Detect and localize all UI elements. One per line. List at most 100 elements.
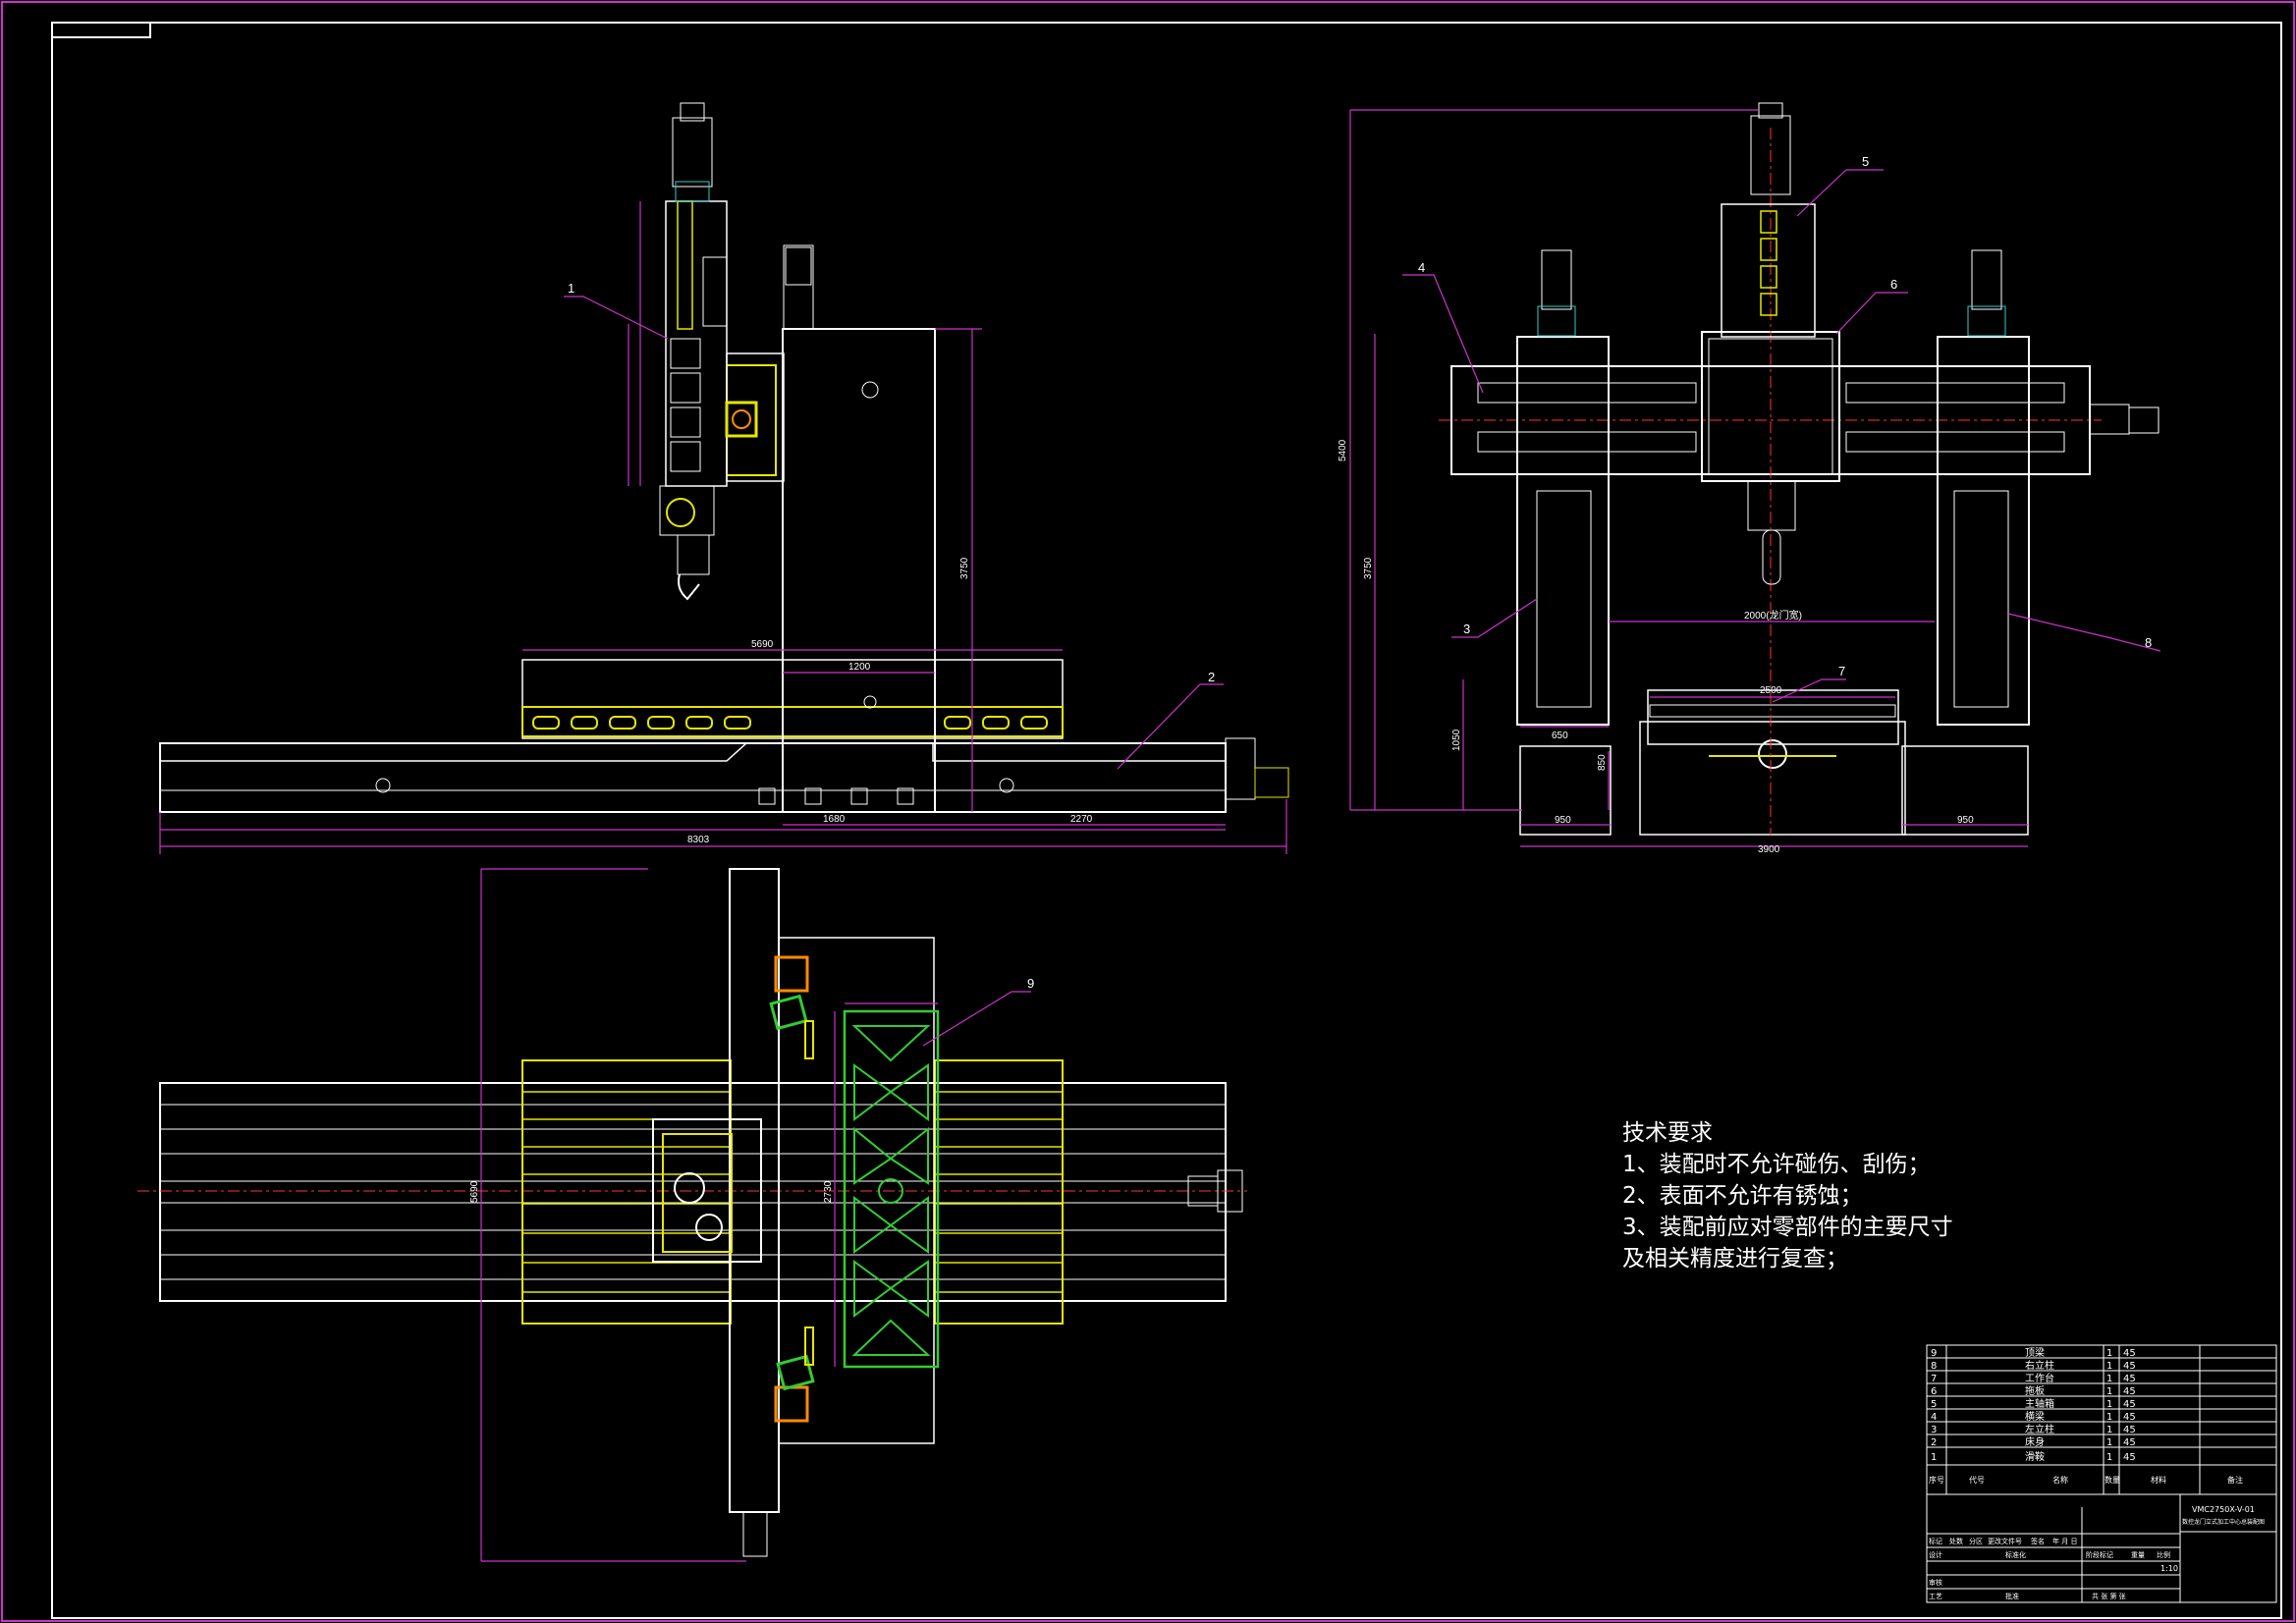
balloon-3: 3 [1463, 622, 1470, 636]
side-bed-motor-2 [1254, 767, 1289, 798]
front-view [1349, 102, 2161, 847]
side-bed-hole-2 [999, 778, 1014, 793]
side-motor-small [702, 256, 728, 327]
front-table-slots [1649, 704, 1896, 718]
side-z-motor-top [785, 246, 812, 286]
front-right-rail [1953, 490, 2009, 708]
side-column-hole-2 [863, 695, 877, 709]
top-yellow-tab-top [804, 1020, 814, 1059]
side-table-slots [521, 706, 1064, 737]
top-yellow-tab-bottom [804, 1326, 814, 1366]
tb-label-design: 设计 [1929, 1550, 1942, 1559]
front-table [1647, 689, 1899, 745]
tb-label-date: 年 月 日 [2052, 1537, 2077, 1545]
top-cover-left [521, 1059, 732, 1325]
title-line: 数控龙门立式加工中心总装配图 [2182, 1518, 2265, 1526]
side-spindle-housing [659, 485, 715, 536]
dim-side-total: 8303 [687, 835, 710, 845]
front-right-motor [1971, 249, 2002, 310]
front-ram-windows [1760, 210, 1777, 316]
technical-requirement-1: 1、装配时不允许碰伤、刮伤； [1622, 1152, 1931, 1177]
bom-row-6-name: 拖板 [2025, 1384, 2045, 1397]
tb-label-audit: 审核 [1929, 1578, 1942, 1587]
front-left-rail [1536, 490, 1592, 708]
dim-side-1200: 1200 [848, 662, 871, 673]
balloon-5: 5 [1862, 154, 1869, 169]
bom-row-7-no: 7 [1931, 1374, 1937, 1384]
front-spindle-tool [1762, 529, 1781, 585]
bom-row-6-no: 6 [1931, 1386, 1937, 1397]
bom-row-3-mat: 45 [2123, 1425, 2136, 1435]
top-cover-right [934, 1059, 1064, 1325]
balloon-7-leader [1772, 678, 1846, 703]
front-right-foot [1901, 745, 2029, 836]
bom-row-1-name: 滑鞍 [2025, 1450, 2045, 1463]
side-saddle-bracket [726, 364, 777, 476]
title-block [1926, 1344, 2277, 1603]
bom-row-6-mat: 45 [2123, 1386, 2136, 1397]
side-ram-yellow [677, 200, 693, 330]
tb-label-scale: 比例 [2157, 1550, 2170, 1559]
bom-row-1-qty: 1 [2106, 1452, 2112, 1463]
balloon-3-leader [1451, 598, 1538, 638]
front-bed [1639, 721, 1906, 836]
bom-row-9-name: 顶梁 [2025, 1346, 2045, 1359]
side-ram-windows [670, 338, 701, 472]
balloon-9-leader [922, 991, 1031, 1047]
balloon-9: 9 [1027, 976, 1034, 991]
side-bed-top [160, 742, 747, 762]
bom-row-3-name: 左立柱 [2025, 1423, 2054, 1435]
corner-tag [51, 22, 151, 38]
side-ram [665, 200, 728, 487]
tb-label-weight: 重量 [2131, 1551, 2145, 1559]
dim-front-5400: 5400 [1338, 439, 1348, 461]
technical-requirement-4: 及相关精度进行复查； [1622, 1246, 1848, 1271]
side-bed-top-r [932, 743, 1226, 762]
dim-front-1050: 1050 [1451, 729, 1462, 751]
bom-row-8-name: 右立柱 [2025, 1359, 2054, 1372]
balloon-2-leader [1117, 683, 1224, 770]
title-scale: 1:10 [2160, 1564, 2178, 1573]
side-spindle-motor-base [675, 181, 710, 202]
top-table-center [878, 1178, 903, 1204]
bom-row-5-name: 主轴箱 [2025, 1397, 2054, 1410]
bom-header-material: 材料 [2151, 1475, 2166, 1485]
bom-row-1-mat: 45 [2123, 1452, 2136, 1463]
bom-row-9-no: 9 [1931, 1348, 1937, 1359]
dim-side-2270: 2270 [1070, 814, 1093, 825]
dim-top-5690: 5690 [469, 1180, 480, 1203]
tb-label-sheets: 共 张 第 张 [2092, 1592, 2126, 1600]
dim-side-3750: 3750 [959, 557, 970, 579]
balloon-6-leader [1835, 292, 1908, 335]
side-spindle-motor-cap [680, 102, 705, 122]
bom-row-3-qty: 1 [2106, 1425, 2112, 1435]
top-green-block-bottom [776, 1354, 815, 1391]
front-left-motor [1541, 249, 1572, 310]
balloon-6: 6 [1890, 277, 1897, 292]
bom-row-5-qty: 1 [2106, 1399, 2112, 1410]
top-bed-motor-2 [1217, 1169, 1243, 1213]
bom-row-5-mat: 45 [2123, 1399, 2136, 1410]
side-spindle-gear [666, 498, 695, 527]
front-dimension-lines [1349, 109, 2028, 847]
front-table-nut [1758, 739, 1787, 769]
bom-row-9-mat: 45 [2123, 1348, 2136, 1359]
side-table-slot-holes [532, 716, 1048, 730]
top-cover-left-slats [522, 1091, 731, 1293]
front-left-motor-base [1537, 305, 1576, 337]
front-beam-motor [2089, 404, 2130, 435]
top-head-yellow [662, 1133, 733, 1253]
tb-label-mark: 标记 [1929, 1537, 1942, 1545]
tb-label-change: 更改文件号 [1988, 1537, 2022, 1545]
front-beam-motor-2 [2128, 406, 2159, 434]
tb-label-process: 工艺 [1929, 1593, 1942, 1600]
side-z-motor [783, 244, 814, 330]
top-table [843, 1009, 940, 1369]
technical-requirements-title: 技术要求 [1622, 1120, 1713, 1146]
tb-label-sign: 签名 [2031, 1537, 2045, 1545]
technical-requirement-3: 3、装配前应对零部件的主要尺寸 [1622, 1215, 1953, 1240]
top-head-spindle [674, 1172, 705, 1204]
bom-row-4-no: 4 [1931, 1412, 1937, 1423]
dim-front-950-l: 950 [1555, 815, 1571, 826]
